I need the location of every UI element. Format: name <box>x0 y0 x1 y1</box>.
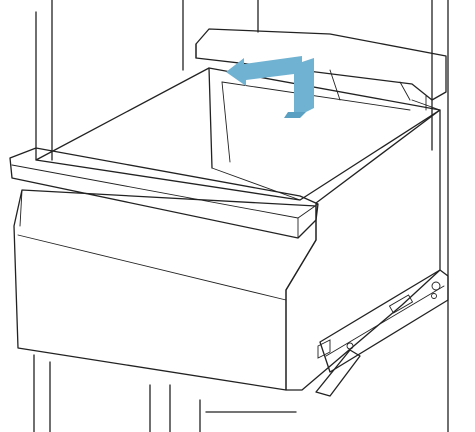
drawer-opening <box>35 67 441 201</box>
rail-catch <box>317 339 331 359</box>
drawer-floor-line <box>211 167 301 201</box>
drawer-rim-corner-top <box>297 203 319 219</box>
drawer-side-panel <box>285 109 441 391</box>
drawer-front <box>13 189 317 391</box>
drawer-back-inner-corner <box>221 81 231 163</box>
arrow-shape <box>226 56 314 112</box>
drawer-front-bevel <box>19 189 23 227</box>
drawer-side <box>285 95 441 391</box>
shelf-support-line <box>329 69 341 101</box>
upper-shelf <box>195 28 447 101</box>
rail-clip <box>388 294 414 314</box>
telescopic-rail <box>315 269 449 397</box>
drawer-rim-top <box>9 147 319 239</box>
shelf-panel <box>195 28 447 101</box>
rail-screw-icon-2 <box>431 293 437 299</box>
lift-out-arrow-icon <box>226 56 314 118</box>
rail-groove <box>325 285 445 357</box>
drawer-front-panel <box>13 189 317 391</box>
rail-roller-icon <box>346 342 354 350</box>
drawer-rim <box>9 147 319 239</box>
drawer-front-crease <box>17 234 287 301</box>
arrow-base <box>284 112 306 118</box>
drawer-rim-edge <box>11 164 299 219</box>
drawer-back-corner <box>208 67 213 169</box>
rail-end-bracket <box>315 349 361 397</box>
rail-body <box>319 269 449 373</box>
cabinet-walls <box>33 0 449 432</box>
shelf-support-line-2 <box>399 81 411 101</box>
drawer-back-top-edge <box>221 81 411 111</box>
drawer-interior <box>35 67 441 201</box>
rail-screw-icon <box>431 281 441 291</box>
